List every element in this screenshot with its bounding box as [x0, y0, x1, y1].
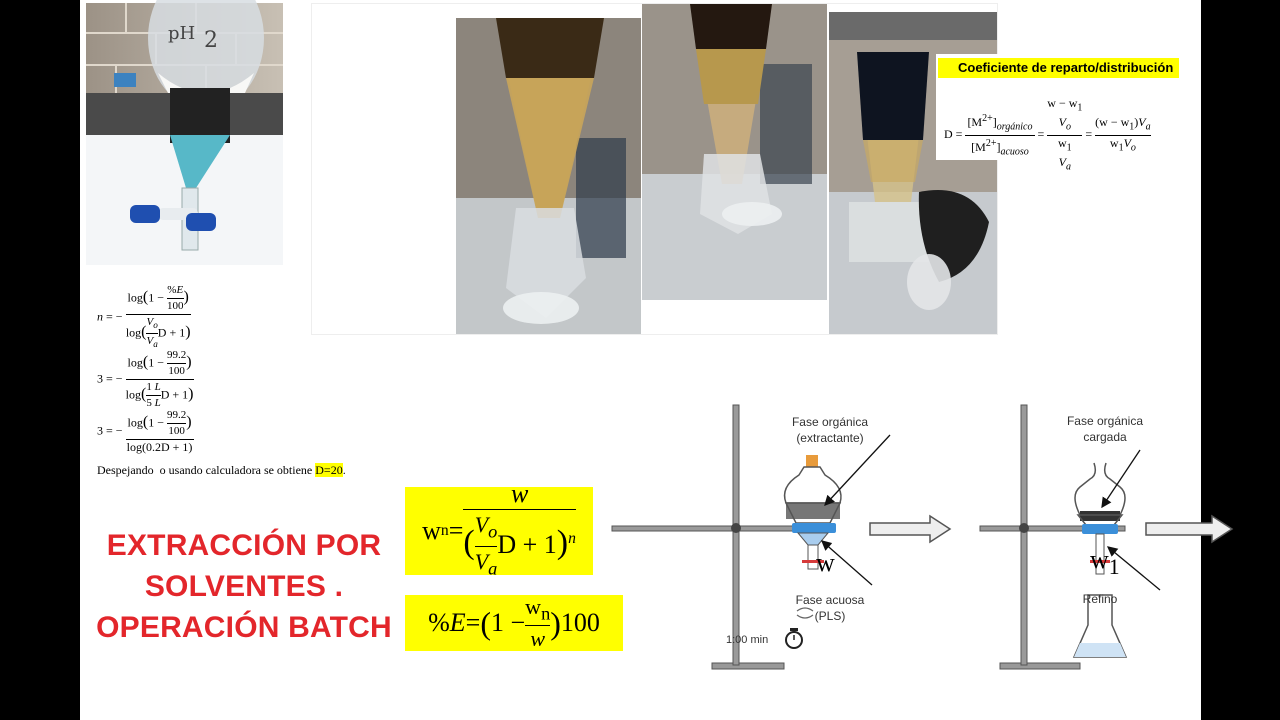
svg-text:2: 2 — [204, 28, 218, 53]
rotate-icon — [796, 607, 814, 619]
slide: pH 2 — [80, 0, 1234, 720]
despejando-text: Despejando o usando calculadora se obtie… — [97, 463, 346, 478]
d-value: D=20 — [315, 463, 343, 477]
photo-funnel-dark-phase — [829, 12, 997, 334]
photo-funnel-emulsion — [456, 18, 641, 334]
label-refino: Refino — [1082, 592, 1118, 606]
separatory-funnel-1 — [783, 455, 842, 570]
coefficient-box: Coeficiente de reparto/distribución D = … — [936, 54, 1201, 173]
label-w: w — [816, 548, 835, 577]
photo-funnel-blue: pH 2 — [86, 0, 283, 265]
despejando-suffix: . — [342, 463, 346, 477]
svg-text:pH: pH — [168, 23, 195, 44]
title-line-2: SOLVENTES . — [144, 570, 344, 603]
label-fase-organica: Fase orgánica (extractante) — [791, 415, 869, 445]
despejando-prefix: Despejando o usando calculadora se obtie… — [97, 463, 316, 477]
extraction-diagram — [611, 404, 1234, 670]
photo-funnel-separation — [642, 4, 827, 300]
ring-stand-2 — [979, 404, 1126, 670]
ring-stand-1 — [611, 404, 813, 670]
timer-icon — [785, 628, 803, 649]
timer-label: 1:00 min — [726, 634, 769, 646]
title-line-3: OPERACIÓN BATCH — [96, 611, 392, 644]
title-line-1: EXTRACCIÓN POR — [106, 529, 382, 562]
photo-funnels-strip — [312, 4, 997, 334]
coefficient-title: Coeficiente de reparto/distribución — [938, 58, 1180, 78]
label-fase-cargada: Fase orgánica cargada — [1066, 414, 1144, 444]
label-w1: w1 — [1090, 545, 1120, 580]
separatory-funnel-2 — [1072, 462, 1128, 658]
label-fase-acuosa: Fase acuosa (PLS) — [795, 593, 865, 623]
main-title: EXTRACCIÓN POR SOLVENTES . OPERACIÓN BAT… — [94, 525, 394, 648]
